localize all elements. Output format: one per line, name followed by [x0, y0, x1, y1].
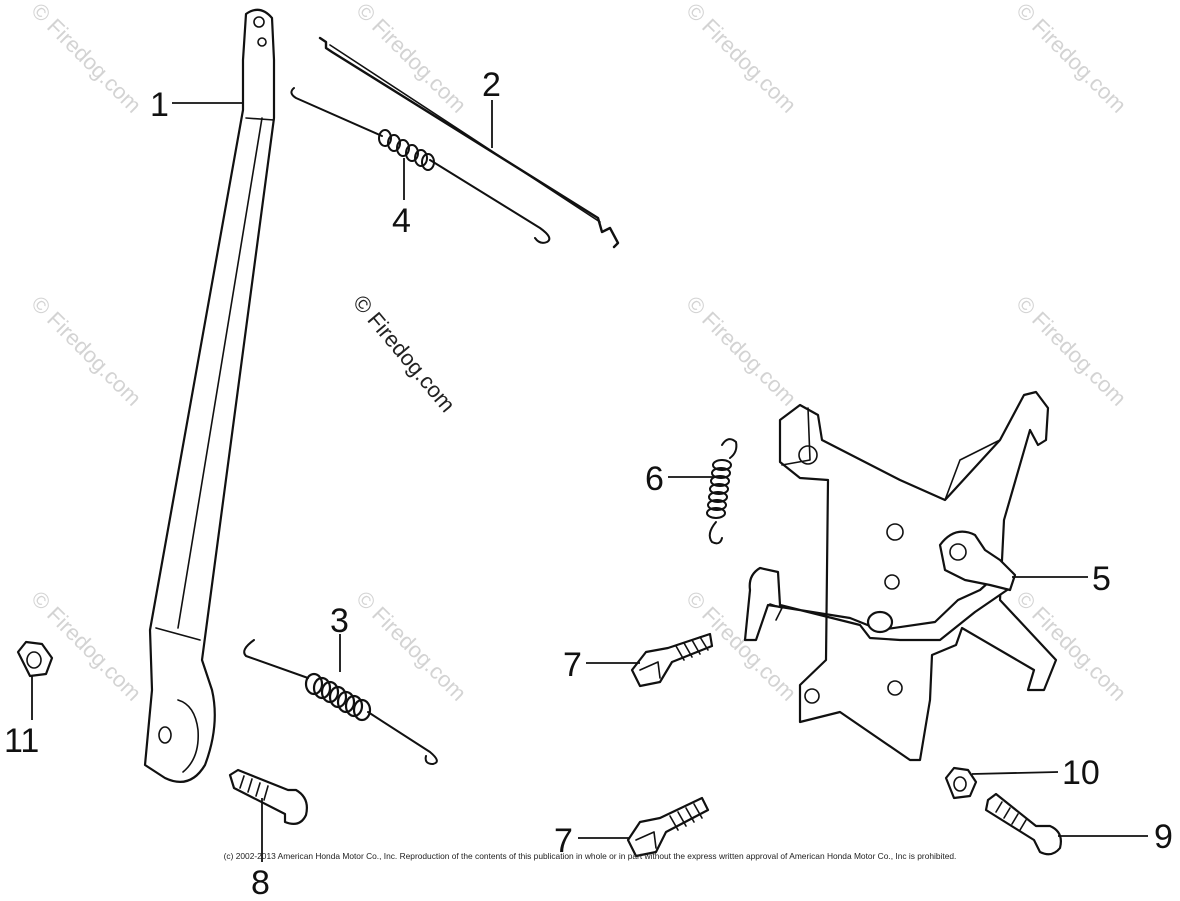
callout-3: 3: [330, 602, 349, 640]
part-5-control-bracket: [743, 390, 1058, 762]
callout-labels: 1 2 3 4 5 6 7 7 8 9 10 11: [4, 66, 1173, 901]
part-7-bolt-upper: [630, 632, 714, 688]
watermark-1: © Firedog.com: [26, 0, 146, 118]
part-6-spring: [706, 438, 738, 545]
callout-4: 4: [392, 202, 411, 240]
callout-7b: 7: [554, 822, 573, 860]
watermark-2: © Firedog.com: [351, 0, 471, 118]
watermark-9: © Firedog.com: [351, 586, 471, 706]
callout-5: 5: [1092, 560, 1111, 598]
part-7-bolt-lower: [626, 796, 710, 858]
copyright-notice: (c) 2002-2013 American Honda Motor Co., …: [223, 851, 957, 861]
watermark-6: © Firedog.com: [681, 291, 801, 411]
part-10-nut: [944, 766, 978, 800]
leader-lines: [31, 100, 1148, 862]
callout-8: 8: [251, 864, 270, 901]
leader-10: [971, 771, 1059, 775]
watermark-4: © Firedog.com: [1011, 0, 1131, 118]
watermark-3: © Firedog.com: [681, 0, 801, 118]
callout-11: 11: [4, 722, 39, 760]
part-8-bolt: [228, 768, 308, 825]
callout-6: 6: [645, 460, 664, 498]
callout-2: 2: [482, 66, 501, 104]
part-1-lever-arm: [143, 8, 276, 783]
callout-9: 9: [1154, 818, 1173, 856]
part-11-nut: [16, 640, 54, 678]
part-3-spring: [243, 639, 438, 765]
callout-10: 10: [1062, 754, 1100, 792]
watermark-5: © Firedog.com: [26, 291, 146, 411]
part-4-spring-wire: [290, 87, 551, 244]
callout-7a: 7: [563, 646, 582, 684]
part-9-bolt: [984, 792, 1062, 856]
callout-1: 1: [150, 86, 169, 124]
watermark-center: © Firedog.com: [348, 290, 460, 417]
part-2-rod: [318, 36, 620, 249]
